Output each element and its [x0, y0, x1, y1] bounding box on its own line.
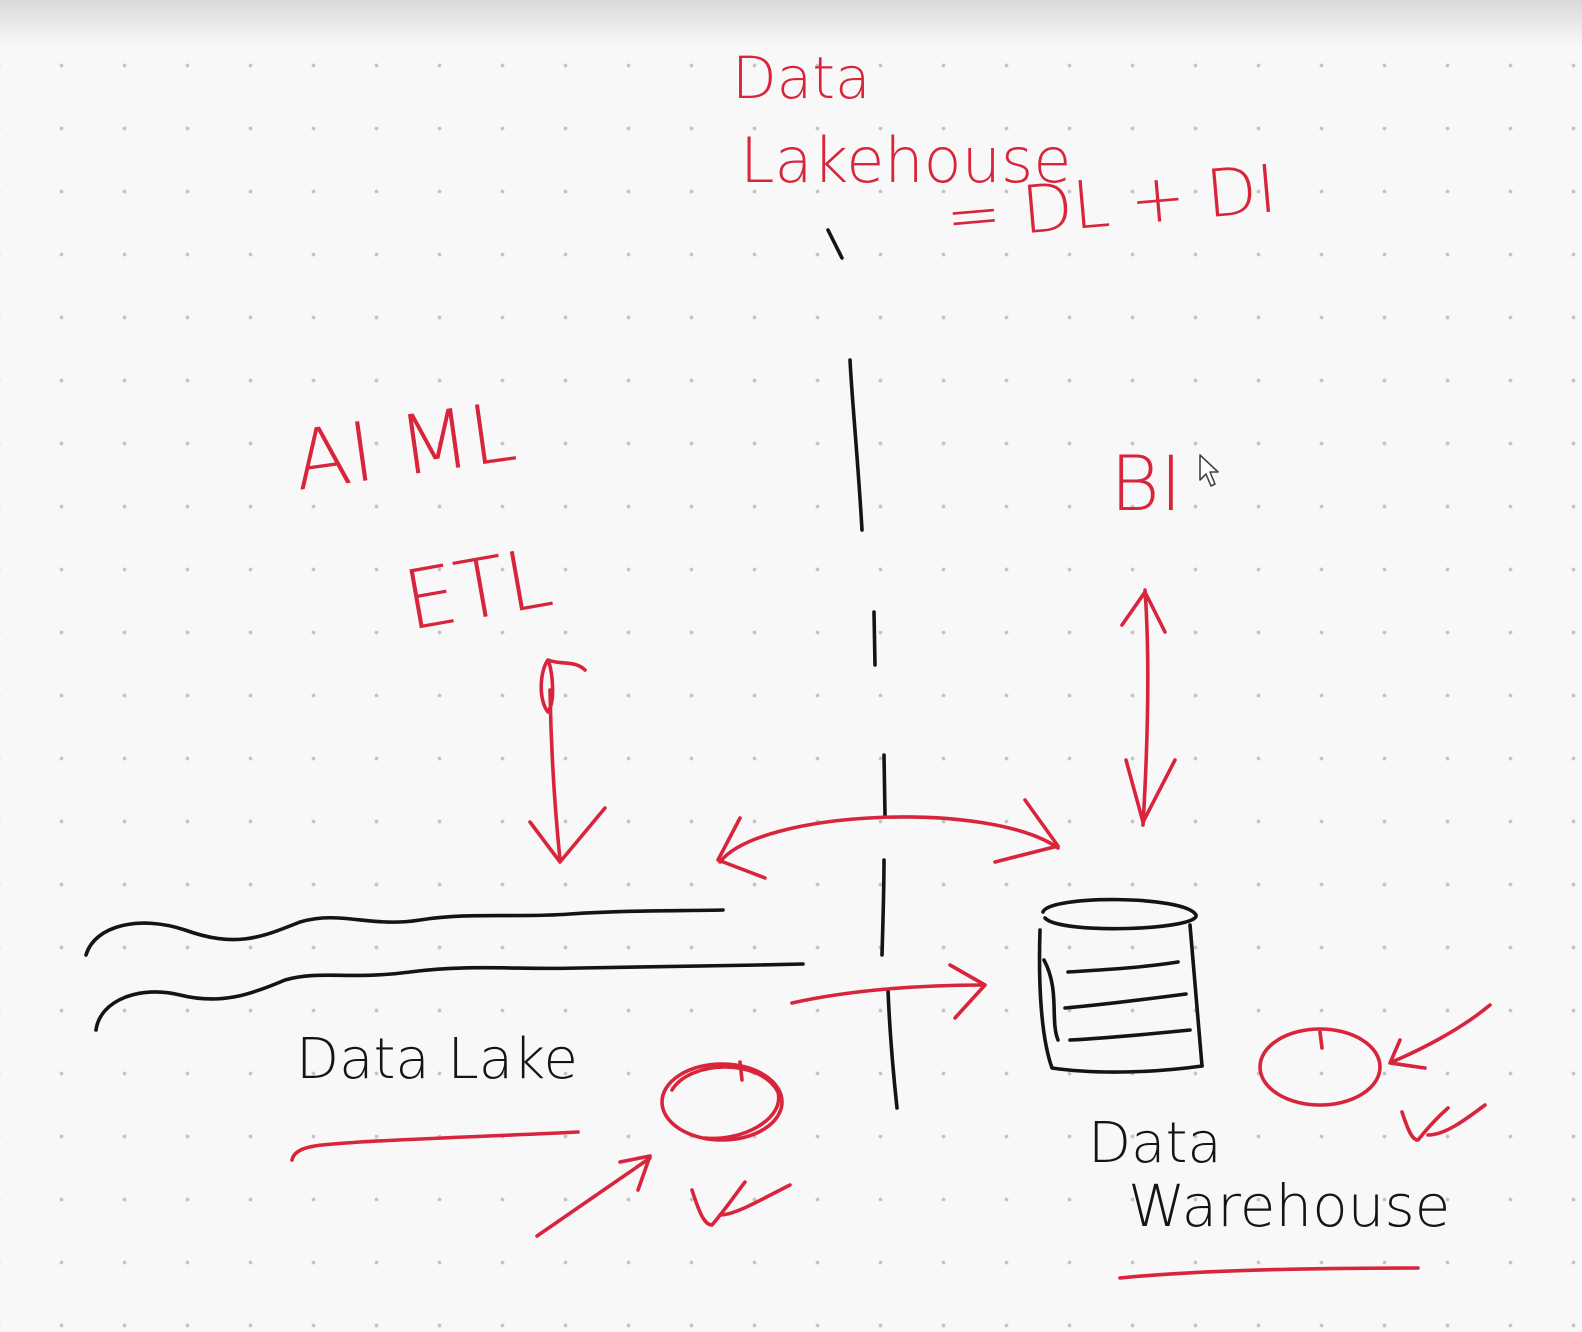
- vertical-divider: [826, 228, 899, 1110]
- data-lake-pointer-arrow: [535, 1154, 652, 1238]
- data-warehouse-label-line1: Data: [1088, 1111, 1222, 1176]
- lakehouse-title-line2: Lakehouse: [740, 124, 1071, 197]
- etl-down-arrow: [528, 658, 607, 864]
- data-warehouse-pointer-arrow: [1388, 1003, 1492, 1070]
- top-shadow: [0, 0, 1582, 46]
- ai-ml-label: AI ML: [288, 385, 522, 510]
- data-lake-underline: [290, 1130, 580, 1162]
- lake-to-warehouse-arrow: [790, 963, 987, 1020]
- etl-label: ETL: [397, 531, 559, 650]
- mouse-cursor-icon: [1199, 454, 1219, 487]
- data-lake-circle: [660, 1060, 784, 1142]
- data-warehouse-label-line2: Warehouse: [1128, 1172, 1450, 1240]
- bi-label: BI: [1110, 439, 1182, 528]
- data-lake-waves: [84, 908, 805, 1032]
- data-warehouse-cylinder-icon: [1037, 897, 1204, 1074]
- data-warehouse-tick-mark: [1400, 1103, 1487, 1142]
- data-warehouse-circle: [1258, 1027, 1382, 1107]
- data-lake-label: Data Lake: [296, 1027, 578, 1092]
- bi-double-arrow: [1120, 588, 1177, 827]
- data-warehouse-underline: [1118, 1266, 1420, 1280]
- data-lake-tick-mark: [690, 1180, 792, 1227]
- lake-warehouse-double-arrow: [716, 798, 1060, 880]
- lakehouse-title-line1: Data: [732, 44, 871, 112]
